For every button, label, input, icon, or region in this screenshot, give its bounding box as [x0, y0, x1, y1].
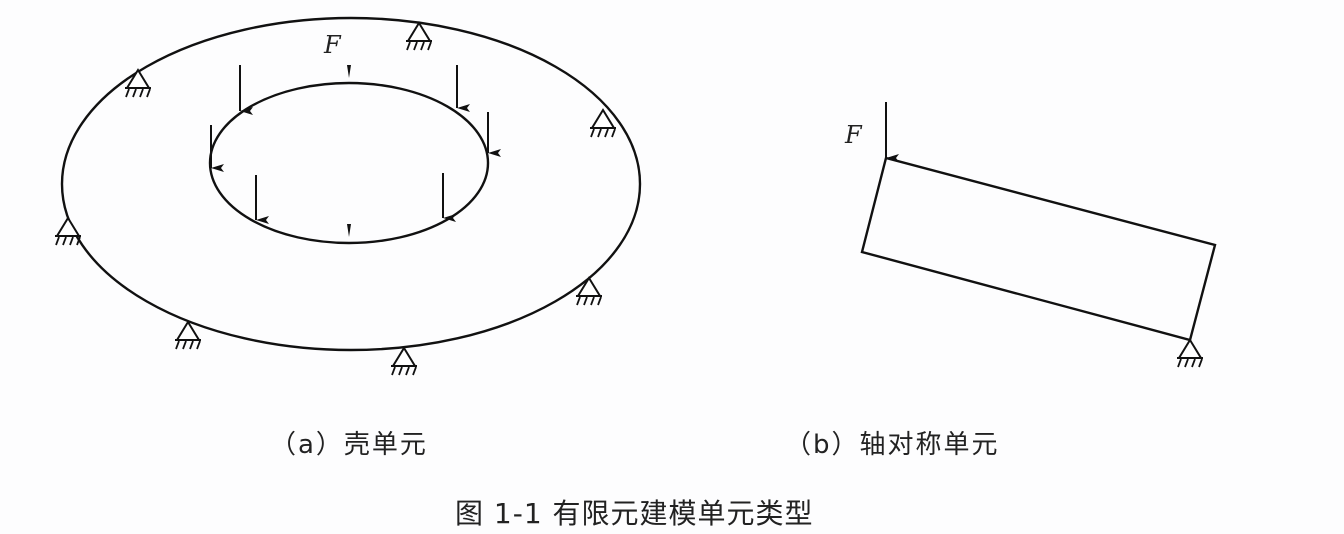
force-label-b: F: [844, 121, 863, 149]
load-tick-icon: [347, 224, 351, 237]
pinned-support-icon: [54, 217, 82, 246]
axisymmetric-section: [860, 156, 1217, 342]
inner-ring: [208, 81, 490, 245]
pinned-support-icon: [124, 69, 152, 98]
load-tick-icon: [347, 65, 351, 78]
pinned-supports: [54, 22, 617, 376]
force-label-a: F: [323, 31, 342, 59]
pinned-support-icon: [174, 321, 202, 350]
pinned-support-icon: [390, 347, 418, 376]
pinned-support-icon: [575, 277, 603, 306]
pinned-support-icon: [405, 22, 433, 51]
load-arrows: [210, 65, 501, 237]
subfigure-a-caption: （a）壳单元: [270, 430, 428, 460]
pinned-support-icon: [1176, 339, 1204, 368]
outer-ring: [60, 16, 642, 352]
figure-title: 图 1-1 有限元建模单元类型: [455, 497, 814, 530]
axisymmetric-element-diagram: F: [844, 102, 1217, 368]
shell-element-diagram: F: [54, 16, 642, 376]
subfigure-b-caption: （b）轴对称单元: [785, 430, 1000, 460]
